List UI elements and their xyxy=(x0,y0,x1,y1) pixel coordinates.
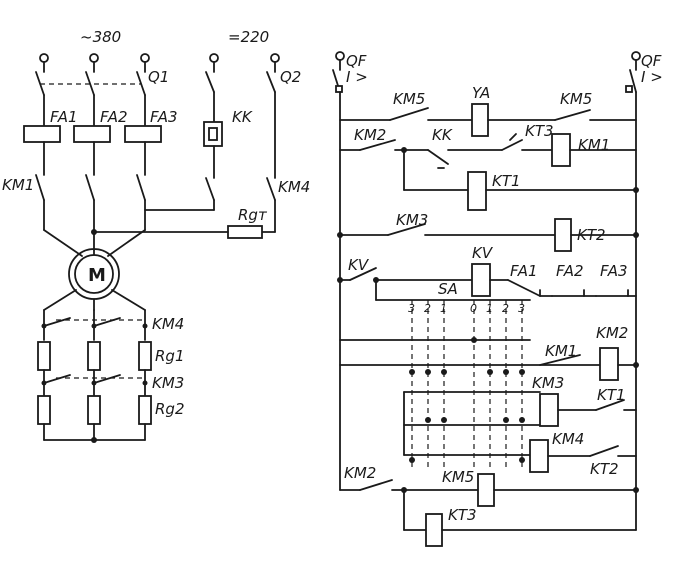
control-labels: QF I > QF I > KM5 YA KM5 KM2 KK KT3 KM1 … xyxy=(344,52,663,524)
fa1-contact-label: FA1 xyxy=(510,262,538,280)
row-kt2 xyxy=(337,218,639,252)
overcurrent-relays xyxy=(23,125,162,176)
fa3-label: FA3 xyxy=(150,108,178,126)
kt2-coil-label: KT2 xyxy=(577,226,606,244)
sa-pos-1r: 1 xyxy=(486,302,493,315)
sa-pos-2r: 2 xyxy=(502,302,509,315)
dc-supply-branch xyxy=(91,71,276,239)
fa1-label: FA1 xyxy=(50,108,78,126)
kt2-contact-label: KT2 xyxy=(590,460,619,478)
sa-pos-3l: 3 xyxy=(408,302,415,315)
km5-coil-label: KM5 xyxy=(442,468,474,486)
kt3-contact-label: KT3 xyxy=(525,122,554,140)
km5-contact-label-2: KM5 xyxy=(560,90,592,108)
row-km3 xyxy=(539,393,637,427)
q1-label: Q1 xyxy=(148,68,169,86)
row-kv xyxy=(337,263,637,297)
row-km1 xyxy=(339,133,639,211)
kt1-contact-label: KT1 xyxy=(597,386,626,404)
kt1-coil-label: KT1 xyxy=(492,172,521,190)
rg-t-label: Rgт xyxy=(238,206,268,224)
kv-coil-label: KV xyxy=(472,244,494,262)
supply-terminals xyxy=(39,53,280,73)
breaker-q1 xyxy=(35,71,146,126)
km2-contact-label-2: KM2 xyxy=(344,464,376,482)
km4-label: KM4 xyxy=(278,178,310,196)
km4-rotor-label: KM4 xyxy=(152,315,184,333)
kk-contact-label: KK xyxy=(432,126,453,144)
sa-pos-2l: 2 xyxy=(424,302,431,315)
km3-contact-label: KM3 xyxy=(396,211,428,229)
control-circuit: QF I > QF I > KM5 YA KM5 KM2 KK KT3 KM1 … xyxy=(332,51,663,547)
kt3-coil-label: KT3 xyxy=(448,506,477,524)
row-km2 xyxy=(539,347,639,381)
qf-right xyxy=(625,51,641,531)
qf-left xyxy=(332,51,345,491)
rg1-label: Rg1 xyxy=(155,347,185,365)
qf-left-sub: I > xyxy=(346,68,368,86)
motor-label: M xyxy=(88,265,106,286)
fa2-label: FA2 xyxy=(100,108,128,126)
contactor-km1-power xyxy=(35,174,146,257)
km2-coil-label: KM2 xyxy=(596,324,628,342)
qf-right-label: QF xyxy=(641,52,662,70)
km3-rotor-label: KM3 xyxy=(152,374,184,392)
rg2-label: Rg2 xyxy=(155,400,185,418)
ya-label: YA xyxy=(472,84,490,102)
rotor-resistors xyxy=(37,309,152,443)
qf-right-sub: I > xyxy=(641,68,663,86)
controller-sa xyxy=(339,279,601,468)
power-circuit: ~380 =220 Q1 Q2 FA1 FA2 FA3 KK KM1 KM4 R… xyxy=(2,28,310,443)
motor xyxy=(43,248,146,311)
sa-pos-1l: 1 xyxy=(440,302,447,315)
fa2-contact-label: FA2 xyxy=(556,262,584,280)
sa-label: SA xyxy=(438,280,458,298)
supply-ac-label: ~380 xyxy=(80,28,121,46)
km3-coil-label: KM3 xyxy=(532,374,564,392)
km1-label: KM1 xyxy=(2,176,34,194)
sa-pos-0: 0 xyxy=(470,302,477,315)
row-km5 xyxy=(339,473,639,547)
sa-pos-3r: 3 xyxy=(518,302,525,315)
row-km4 xyxy=(529,439,637,473)
kv-contact-label: KV xyxy=(348,256,370,274)
kk-label: KK xyxy=(232,108,253,126)
km1-contact-label: KM1 xyxy=(545,342,577,360)
power-labels: ~380 =220 Q1 Q2 FA1 FA2 FA3 KK KM1 KM4 R… xyxy=(2,28,310,418)
supply-dc-label: =220 xyxy=(228,28,269,46)
km2-contact-label-1: KM2 xyxy=(354,126,386,144)
fa3-contact-label: FA3 xyxy=(600,262,628,280)
km1-coil-label: KM1 xyxy=(578,136,610,154)
km5-contact-label-1: KM5 xyxy=(393,90,425,108)
q2-label: Q2 xyxy=(280,68,301,86)
qf-left-label: QF xyxy=(346,52,367,70)
km4-coil-label: KM4 xyxy=(552,430,584,448)
row-ya xyxy=(339,103,637,137)
